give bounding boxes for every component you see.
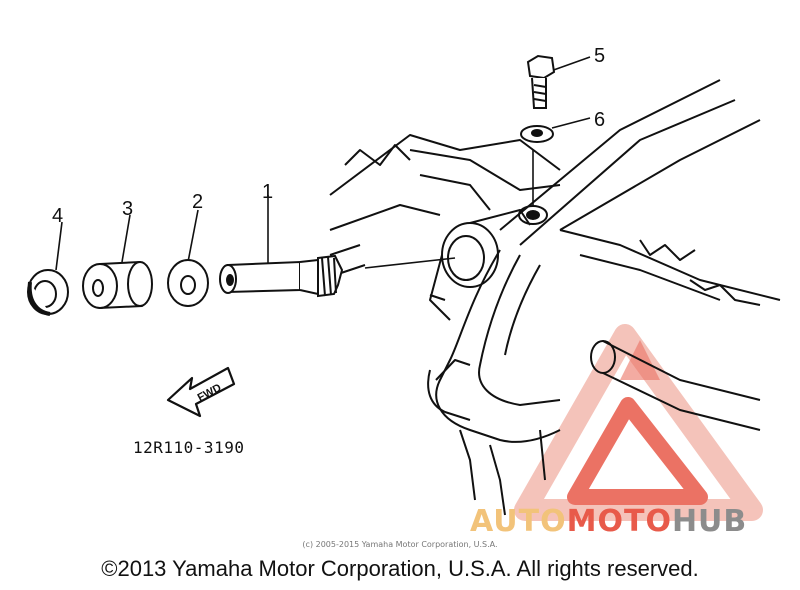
callout-2: 2 bbox=[192, 191, 203, 213]
callout-4: 4 bbox=[52, 205, 63, 227]
leader-lines bbox=[55, 56, 591, 271]
watermark-part-3: HUB bbox=[671, 504, 748, 539]
part-4-oil-seal bbox=[27, 269, 69, 316]
watermark-part-2: MOTO bbox=[566, 504, 672, 539]
part-6-washer bbox=[520, 125, 554, 143]
watermark-part-1: AUTO bbox=[470, 504, 567, 539]
callout-numbers: 1 2 3 4 5 6 bbox=[52, 45, 605, 227]
watermark-text: AUTOMOTOHUB bbox=[470, 504, 800, 539]
small-credit: (c) 2005-2015 Yamaha Motor Corporation, … bbox=[302, 540, 498, 549]
callout-6: 6 bbox=[594, 109, 605, 131]
callout-1: 1 bbox=[262, 181, 273, 203]
watermark-logo-icon bbox=[514, 324, 763, 521]
callout-3: 3 bbox=[122, 198, 133, 220]
part-1-gear-shaft bbox=[219, 254, 344, 298]
part-3-bushing bbox=[82, 260, 153, 310]
part-code: 12R110-3190 bbox=[133, 438, 244, 457]
part-2-washer bbox=[167, 259, 209, 307]
forward-arrow-icon: FWD bbox=[166, 366, 236, 418]
part-5-bolt bbox=[526, 54, 556, 109]
copyright-notice: ©2013 Yamaha Motor Corporation, U.S.A. A… bbox=[101, 556, 699, 581]
callout-5: 5 bbox=[594, 45, 605, 67]
